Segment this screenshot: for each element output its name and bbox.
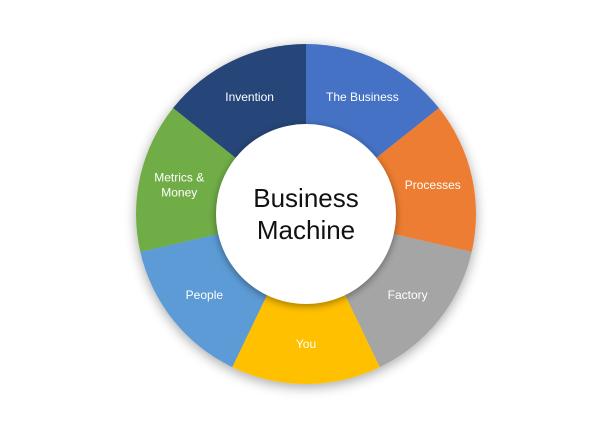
segment-label-you: You	[296, 337, 316, 351]
segment-label-factory: Factory	[388, 288, 428, 302]
segment-label-the-business: The Business	[326, 90, 399, 104]
segment-label-metrics-and-money: Metrics &Money	[154, 171, 204, 200]
segment-label-people: People	[186, 288, 224, 302]
segment-label-processes: Processes	[405, 178, 461, 192]
center-circle	[216, 124, 396, 304]
segment-label-invention: Invention	[225, 90, 274, 104]
